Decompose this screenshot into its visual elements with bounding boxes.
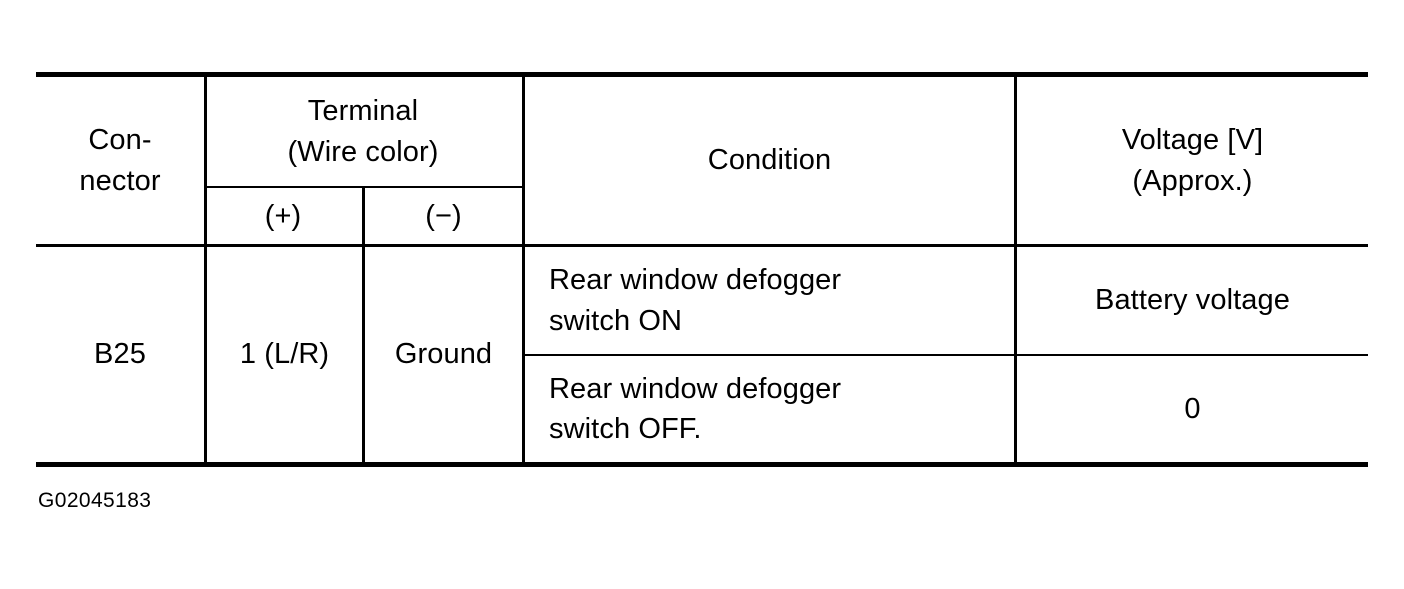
condition-voltage-divider xyxy=(1014,74,1017,464)
header-voltage-line2: (Approx.) xyxy=(1132,164,1253,197)
cell-terminal-negative: Ground xyxy=(365,247,522,462)
cell-terminal-positive-value: 1 (L/R) xyxy=(239,338,330,371)
cell-condition-line1: Rear window defogger xyxy=(549,264,842,297)
header-terminal-positive: (+) xyxy=(204,188,362,244)
header-condition: Condition xyxy=(525,77,1014,244)
header-connector: Con-nector xyxy=(36,77,204,244)
header-terminal-line1: Terminal xyxy=(307,95,419,128)
terminal-condition-divider xyxy=(522,74,525,464)
header-terminal-positive-label: (+) xyxy=(264,199,302,232)
cell-connector-value: B25 xyxy=(94,338,146,371)
cell-condition-line2: switch ON xyxy=(549,304,683,337)
cell-connector: B25 xyxy=(36,247,204,462)
figure-caption: G02045183 xyxy=(38,489,152,512)
connector-terminal-divider xyxy=(204,74,207,464)
table-row: Rear window defogger switch ON xyxy=(525,247,1014,354)
table-top-border xyxy=(36,72,1368,77)
cell-terminal-positive: 1 (L/R) xyxy=(207,247,362,462)
header-body-divider xyxy=(36,244,1368,247)
terminal-polarity-divider xyxy=(362,186,365,464)
table-bottom-border xyxy=(36,462,1368,467)
header-terminal-negative-label: (−) xyxy=(425,199,462,232)
cell-voltage-value: 0 xyxy=(1184,392,1201,425)
header-terminal-line2: (Wire color) xyxy=(287,135,439,168)
header-voltage: Voltage [V] (Approx.) xyxy=(1017,77,1368,244)
header-condition-label: Condition xyxy=(707,144,832,177)
cell-condition-line1: Rear window defogger xyxy=(549,372,842,405)
cell-voltage: 0 xyxy=(1017,356,1368,462)
header-voltage-line1: Voltage [V] xyxy=(1121,124,1264,157)
cell-voltage: Battery voltage xyxy=(1017,247,1368,354)
table-row: Rear window defogger switch OFF. xyxy=(525,356,1014,462)
header-terminal: Terminal (Wire color) xyxy=(204,77,522,186)
header-connector-label: Con-nector xyxy=(79,124,161,197)
header-terminal-negative: (−) xyxy=(365,188,522,244)
cell-terminal-negative-value: Ground xyxy=(394,338,493,371)
cell-voltage-value: Battery voltage xyxy=(1095,284,1290,317)
cell-condition-line2: switch OFF. xyxy=(549,413,702,445)
body-row-divider xyxy=(522,354,1368,356)
